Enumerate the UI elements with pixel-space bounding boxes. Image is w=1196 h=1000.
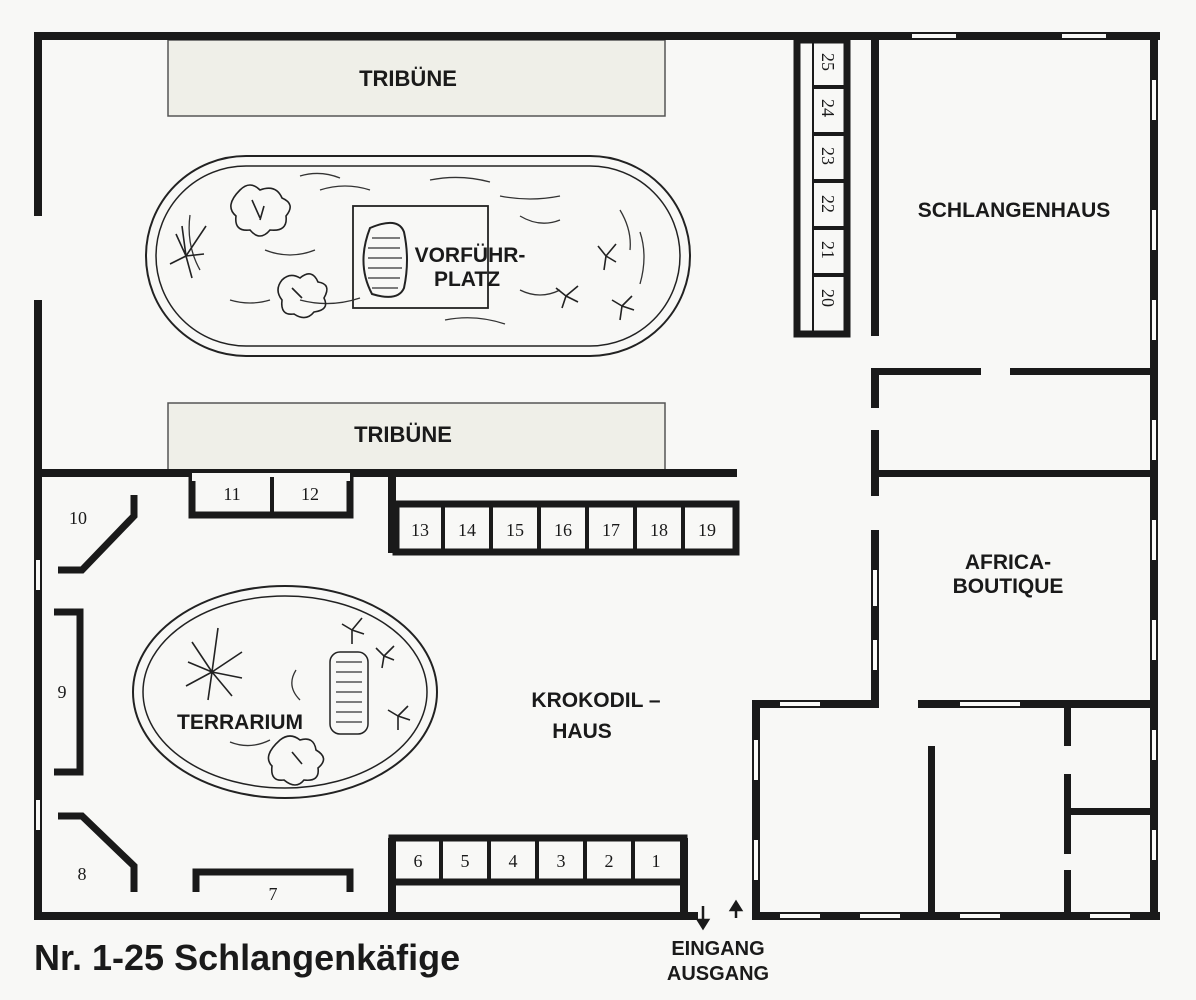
krokodilhaus-label-2: HAUS (552, 720, 612, 743)
cage-8: 8 (78, 864, 87, 884)
cage-10-walls (58, 495, 138, 574)
cage-11: 11 (223, 484, 240, 504)
cage-6: 6 (414, 851, 423, 871)
terrarium-pool (132, 585, 438, 799)
cage-12: 12 (301, 484, 319, 504)
cage-7: 7 (269, 884, 278, 904)
vorfuhrplatz-label-1: VORFÜHR- (415, 244, 526, 267)
cage-9: 9 (58, 682, 67, 702)
vorfuhrplatz-pool (145, 155, 691, 357)
cage-16: 16 (554, 520, 572, 540)
entrance-label-1: EINGANG (671, 938, 764, 960)
entrance-arrows (695, 899, 744, 931)
tribune-top-label: TRIBÜNE (359, 66, 457, 91)
cage-21: 21 (818, 241, 838, 259)
cage-18: 18 (650, 520, 668, 540)
cage-4: 4 (509, 851, 518, 871)
cage-row-13-19 (388, 477, 740, 556)
cage-10: 10 (69, 508, 87, 528)
krokodilhaus-label-1: KROKODIL – (531, 689, 660, 712)
tribune-bottom (167, 402, 666, 472)
africa-label-2: BOUTIQUE (953, 575, 1064, 598)
cage-15: 15 (506, 520, 524, 540)
cage-20: 20 (818, 289, 838, 307)
entrance-label-2: AUSGANG (667, 963, 769, 985)
cage-9-walls (54, 608, 84, 776)
tribune-bottom-label: TRIBÜNE (354, 422, 452, 447)
cage-22: 22 (818, 195, 838, 213)
cage-row-1-6 (388, 834, 688, 912)
cage-13: 13 (411, 520, 429, 540)
cage-5: 5 (461, 851, 470, 871)
cage-25: 25 (818, 53, 838, 71)
demo-platform (352, 205, 489, 309)
cage-3: 3 (557, 851, 566, 871)
cage-column-20-25 (793, 36, 851, 338)
cage-7-walls (192, 868, 354, 892)
tribune-top (167, 39, 666, 117)
cage-row-11-12 (188, 473, 354, 519)
schlangenhaus-label: SCHLANGENHAUS (918, 199, 1111, 222)
terrarium-label: TERRARIUM (177, 711, 303, 734)
cage-19: 19 (698, 520, 716, 540)
cage-24: 24 (818, 99, 838, 117)
africa-label-1: AFRICA- (965, 551, 1051, 574)
windows (36, 34, 1156, 918)
cage-23: 23 (818, 147, 838, 165)
cage-14: 14 (458, 520, 476, 540)
cage-8-walls (58, 812, 138, 892)
vorfuhrplatz-label-2: PLATZ (434, 268, 500, 291)
cage-17: 17 (602, 520, 620, 540)
cage-1: 1 (652, 851, 661, 871)
walls (34, 32, 1160, 920)
cage-2: 2 (605, 851, 614, 871)
legend-caption: Nr. 1-25 Schlangenkäfige (34, 937, 460, 978)
